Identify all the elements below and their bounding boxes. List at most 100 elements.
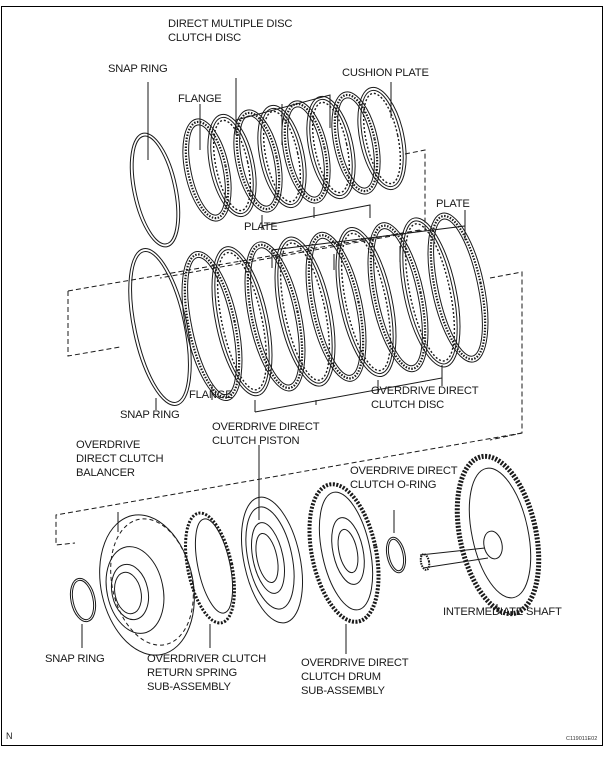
label-flange-middle: FLANGE bbox=[189, 389, 233, 401]
dashed-guide-mid-top bbox=[67, 229, 421, 292]
plate-ring-mid-6-teeth bbox=[369, 224, 427, 370]
disc-ring-top-1-inner-teeth bbox=[212, 119, 252, 212]
disc-ring-mid-3-inner bbox=[277, 239, 333, 384]
label-line: CLUTCH DISC bbox=[371, 399, 445, 411]
label-flange-top: FLANGE bbox=[178, 93, 222, 105]
disc-ring-mid-5 bbox=[335, 226, 397, 378]
shaft-top-edge bbox=[419, 547, 486, 556]
dashed-guide-bottom bbox=[55, 432, 523, 546]
disc-ring-mid-3-inner-teeth bbox=[279, 242, 331, 381]
label-line: CLUTCH DRUM bbox=[301, 671, 381, 683]
label-line: CLUTCH O-RING bbox=[350, 479, 437, 491]
plate-ring-top-6 bbox=[331, 91, 381, 195]
label-line: DIRECT CLUTCH bbox=[76, 453, 164, 465]
plate-ring-top-6-teeth bbox=[333, 93, 379, 193]
drum-icon bbox=[307, 482, 381, 624]
disc-ring-top-5-inner bbox=[309, 98, 353, 197]
disc-ring-mid-7-inner bbox=[402, 220, 458, 365]
label-intermediate-shaft: INTERMEDIATE SHAFT bbox=[443, 606, 562, 618]
plate-ring-top-4 bbox=[281, 100, 331, 204]
disc-ring-top-7 bbox=[357, 86, 407, 191]
plate-ring-top-4-inner bbox=[287, 106, 325, 198]
label-line: SUB-ASSEMBLY bbox=[147, 681, 231, 693]
disc-ring-top-7-inner-teeth bbox=[362, 92, 402, 185]
label-plate-middle: PLATE bbox=[436, 198, 470, 210]
label-line: BALANCER bbox=[76, 467, 135, 479]
label-line: OVERDRIVER CLUTCH bbox=[147, 653, 267, 665]
plate-ring-top-0-teeth bbox=[184, 120, 230, 220]
plate-ring-mid-0-inner bbox=[187, 256, 237, 396]
bracket-disc-top bbox=[235, 94, 331, 128]
label-snap-ring-top: SNAP RING bbox=[108, 63, 168, 75]
snap-ring-top-inner bbox=[132, 135, 178, 245]
snap-ring-middle-inner bbox=[131, 251, 189, 403]
label-cushion-plate: CUSHION PLATE bbox=[342, 67, 429, 79]
label-direct-multiple-disc-clutch-disc: DIRECT MULTIPLE DISC CLUTCH DISC bbox=[168, 17, 292, 45]
disc-ring-mid-1-inner-teeth bbox=[216, 251, 268, 391]
snap-ring-bottom-icon bbox=[69, 577, 97, 623]
o-ring-inner bbox=[387, 538, 405, 572]
plate-ring-mid-8 bbox=[427, 212, 489, 363]
plate-ring-mid-4-inner bbox=[311, 237, 361, 376]
plate-ring-mid-4-teeth bbox=[307, 234, 365, 380]
return-spring-inner bbox=[194, 518, 234, 614]
return-spring-icon bbox=[184, 511, 236, 625]
label-line: DIRECT MULTIPLE DISC bbox=[168, 18, 293, 30]
balancer-icon bbox=[99, 514, 195, 656]
dashed-guide-mid-left bbox=[67, 291, 121, 357]
snap-ring-top-icon bbox=[129, 132, 181, 248]
shaft-splined-end bbox=[419, 553, 431, 571]
corner-mark: N bbox=[6, 731, 13, 741]
plate-ring-top-2-teeth bbox=[235, 111, 281, 211]
label-line: SUB-ASSEMBLY bbox=[301, 685, 385, 697]
intermediate-shaft-gear-face bbox=[468, 467, 532, 599]
intermediate-shaft-gear-icon bbox=[454, 453, 542, 617]
disc-ring-mid-5-inner bbox=[338, 229, 394, 375]
disc-ring-mid-1 bbox=[211, 246, 273, 397]
plate-ring-mid-4 bbox=[305, 231, 367, 382]
plate-ring-top-0-inner bbox=[188, 124, 226, 216]
plate-ring-mid-2-teeth bbox=[246, 243, 304, 390]
balancer-hub bbox=[105, 546, 165, 634]
drum-bore bbox=[337, 528, 359, 574]
label-overdriver-clutch-return-spring: OVERDRIVER CLUTCH RETURN SPRING SUB-ASSE… bbox=[147, 652, 266, 694]
label-line: CLUTCH DISC bbox=[168, 32, 242, 44]
disc-ring-top-5 bbox=[306, 95, 356, 200]
piston-bore bbox=[255, 532, 279, 584]
disc-ring-top-1-inner bbox=[210, 116, 254, 215]
disc-ring-top-7-inner bbox=[360, 89, 404, 188]
piston-ring-2 bbox=[251, 522, 285, 594]
label-line: OVERDRIVE DIRECT bbox=[371, 385, 479, 397]
shaft-bottom-edge bbox=[422, 557, 489, 569]
plate-ring-top-0 bbox=[182, 118, 232, 222]
label-snap-ring-middle: SNAP RING bbox=[120, 409, 180, 421]
label-line: RETURN SPRING bbox=[147, 667, 238, 679]
plate-ring-mid-0 bbox=[181, 250, 243, 402]
drum-face bbox=[318, 491, 374, 611]
figure-code: C119011E02 bbox=[566, 736, 598, 742]
disc-ring-mid-5-inner-teeth bbox=[340, 232, 392, 372]
balancer-bore bbox=[110, 563, 150, 621]
label-overdrive-direct-clutch-balancer: OVERDRIVE DIRECT CLUTCH BALANCER bbox=[76, 438, 164, 480]
plate-ring-top-2 bbox=[233, 109, 283, 213]
disc-ring-top-1 bbox=[207, 113, 257, 218]
plate-ring-mid-8-teeth bbox=[429, 214, 487, 361]
plate-ring-top-2-inner bbox=[239, 115, 277, 207]
label-overdrive-direct-clutch-disc: OVERDRIVE DIRECT CLUTCH DISC bbox=[371, 384, 479, 412]
label-line: CLUTCH PISTON bbox=[212, 435, 300, 447]
label-line: OVERDRIVE DIRECT bbox=[212, 421, 320, 433]
intermediate-shaft-hub bbox=[483, 530, 503, 560]
balancer-bore-inner bbox=[114, 571, 142, 615]
label-overdrive-direct-clutch-drum: OVERDRIVE DIRECT CLUTCH DRUM SUB-ASSEMBL… bbox=[301, 656, 409, 698]
plate-ring-mid-6-inner bbox=[373, 228, 423, 367]
plate-ring-top-6-inner bbox=[337, 97, 375, 189]
snap-ring-bottom-inner bbox=[71, 579, 95, 621]
label-plate-top: PLATE bbox=[244, 221, 278, 233]
label-line: OVERDRIVE DIRECT bbox=[350, 465, 458, 477]
balancer-rim bbox=[110, 518, 194, 646]
o-ring-icon bbox=[385, 536, 407, 574]
disc-ring-top-3-inner-teeth bbox=[262, 110, 302, 203]
plate-ring-mid-8-inner bbox=[433, 218, 483, 357]
drum-hub bbox=[331, 517, 365, 585]
